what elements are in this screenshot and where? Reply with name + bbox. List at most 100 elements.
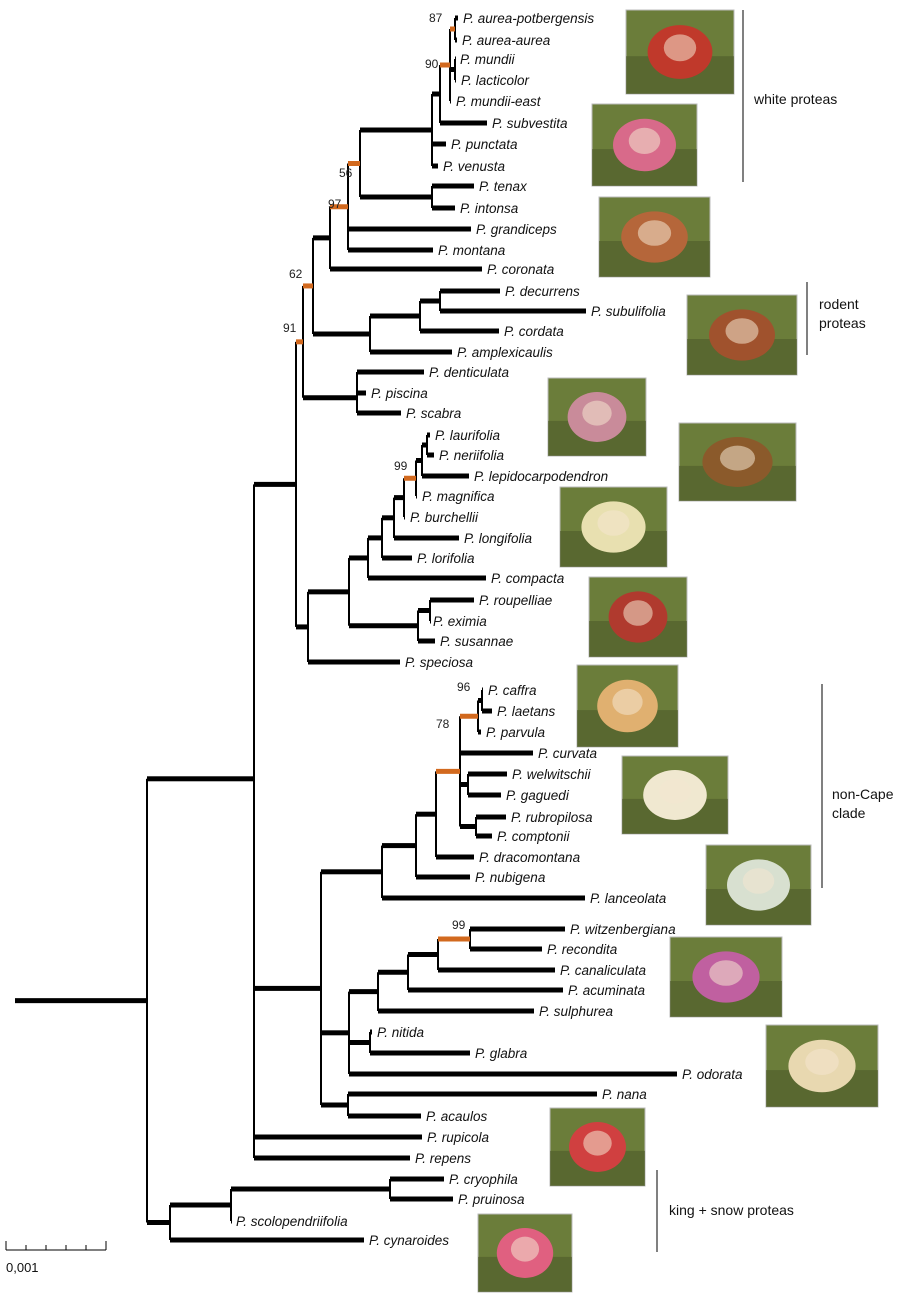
terminal-branch xyxy=(254,1134,422,1140)
terminal-branch xyxy=(420,328,499,334)
taxon-label: P. scolopendriifolia xyxy=(236,1214,348,1229)
internal-branch xyxy=(394,495,404,501)
terminal-branch xyxy=(438,967,555,973)
clade-label-proteas: proteas xyxy=(819,315,866,331)
internal-branch xyxy=(478,698,482,703)
taxon-label: P. mundii-east xyxy=(456,94,542,109)
terminal-branch xyxy=(455,77,456,83)
taxon-label: P. repens xyxy=(415,1151,471,1166)
taxon-label: P. magnifica xyxy=(422,489,495,504)
clade-label-king-snow: king + snow proteas xyxy=(669,1202,794,1218)
bootstrap-value: 90 xyxy=(425,57,439,71)
taxon-label: P. canaliculata xyxy=(560,963,647,978)
clade-bar-non-cape: non-Cape clade xyxy=(821,684,894,888)
taxon-label: P. sulphurea xyxy=(539,1004,614,1019)
internal-branch xyxy=(170,1202,231,1208)
bootstrap-value: 91 xyxy=(283,321,297,335)
terminal-branch xyxy=(170,1237,364,1243)
terminal-branch xyxy=(427,432,430,438)
internal-branch xyxy=(254,985,321,991)
terminal-branch xyxy=(432,183,474,189)
terminal-branch xyxy=(482,708,492,714)
terminal-branch xyxy=(382,895,585,901)
pink-protea-photo-icon xyxy=(591,103,698,187)
vertical-connector xyxy=(429,600,431,621)
vertical-connector xyxy=(348,557,350,626)
taxon-label: P. cryophila xyxy=(449,1172,518,1187)
taxon-label: P. longifolia xyxy=(464,531,533,546)
internal-branch xyxy=(460,713,478,719)
taxon-label: P. pruinosa xyxy=(458,1192,525,1207)
taxon-label: P. odorata xyxy=(682,1067,743,1082)
vertical-connector xyxy=(467,774,469,795)
purple-protea-photo-icon xyxy=(669,936,783,1018)
terminal-branch xyxy=(378,1008,534,1014)
terminal-branch xyxy=(370,349,452,355)
internal-branch xyxy=(303,283,313,289)
terminal-branch xyxy=(416,493,417,499)
taxon-label: P. mundii xyxy=(460,52,516,67)
internal-branch xyxy=(382,843,416,849)
internal-branch xyxy=(420,298,440,304)
taxon-label: P. lepidocarpodendron xyxy=(474,469,608,484)
vertical-connector xyxy=(320,871,322,1105)
terminal-branch xyxy=(432,205,455,211)
terminal-branch xyxy=(470,926,565,932)
terminal-branch xyxy=(430,597,474,603)
terminal-branch xyxy=(450,98,451,104)
taxon-label: P. subulifolia xyxy=(591,304,666,319)
taxon-label: P. montana xyxy=(438,243,506,258)
red-protea-photo-icon xyxy=(549,1107,646,1187)
scale-bar: 0,001 xyxy=(5,1241,107,1275)
taxon-label: P. denticulata xyxy=(429,365,510,380)
internal-branch xyxy=(313,235,330,241)
taxon-label: P. parvula xyxy=(486,725,546,740)
internal-branch xyxy=(432,91,440,97)
white-protea-photo-icon xyxy=(559,486,668,568)
taxon-label: P. recondita xyxy=(547,942,618,957)
cream-protea-photo-icon xyxy=(765,1024,879,1108)
vertical-connector xyxy=(407,954,409,990)
taxon-label: P. lorifolia xyxy=(417,551,475,566)
terminal-branch xyxy=(440,288,500,294)
terminal-branch xyxy=(370,1029,372,1035)
bootstrap-value: 99 xyxy=(452,918,466,932)
clade-label-rodent: rodent xyxy=(819,296,859,312)
terminal-branch xyxy=(476,814,506,820)
internal-branch xyxy=(460,824,476,829)
vertical-connector xyxy=(481,690,483,711)
vertical-connector xyxy=(146,778,148,1223)
terminal-branch xyxy=(432,163,438,169)
terminal-branch xyxy=(348,1113,421,1119)
internal-branch xyxy=(378,969,408,975)
taxon-label: P. acuminata xyxy=(568,983,646,998)
terminal-branch xyxy=(476,833,492,839)
terminal-branch xyxy=(382,555,412,561)
terminal-branch xyxy=(390,1176,444,1182)
taxon-label: P. acaulos xyxy=(426,1109,488,1124)
terminal-branch xyxy=(357,369,424,375)
vertical-connector xyxy=(439,291,441,311)
internal-branch xyxy=(349,555,368,561)
bootstrap-value: 56 xyxy=(339,166,353,180)
vertical-connector xyxy=(426,435,428,455)
vertical-connector xyxy=(347,1094,349,1116)
tree-branches xyxy=(15,15,677,1243)
red-protea-photo-icon xyxy=(588,576,688,658)
taxon-label: P. venusta xyxy=(443,159,506,174)
internal-branch xyxy=(440,62,450,68)
internal-branch xyxy=(408,952,438,957)
taxon-label: P. piscina xyxy=(371,386,428,401)
taxon-label: P. curvata xyxy=(538,746,598,761)
terminal-branch xyxy=(394,535,459,541)
clade-label-non-cape: non-Cape xyxy=(832,786,894,802)
taxon-label: P. scabra xyxy=(406,406,462,421)
vertical-connector xyxy=(369,1032,371,1053)
open-protea-photo-icon xyxy=(598,196,711,278)
internal-branch xyxy=(296,339,303,345)
terminal-branch xyxy=(455,37,457,43)
internal-branch xyxy=(321,869,382,875)
vertical-connector xyxy=(439,65,441,123)
taxon-label: P. lanceolata xyxy=(590,891,667,906)
